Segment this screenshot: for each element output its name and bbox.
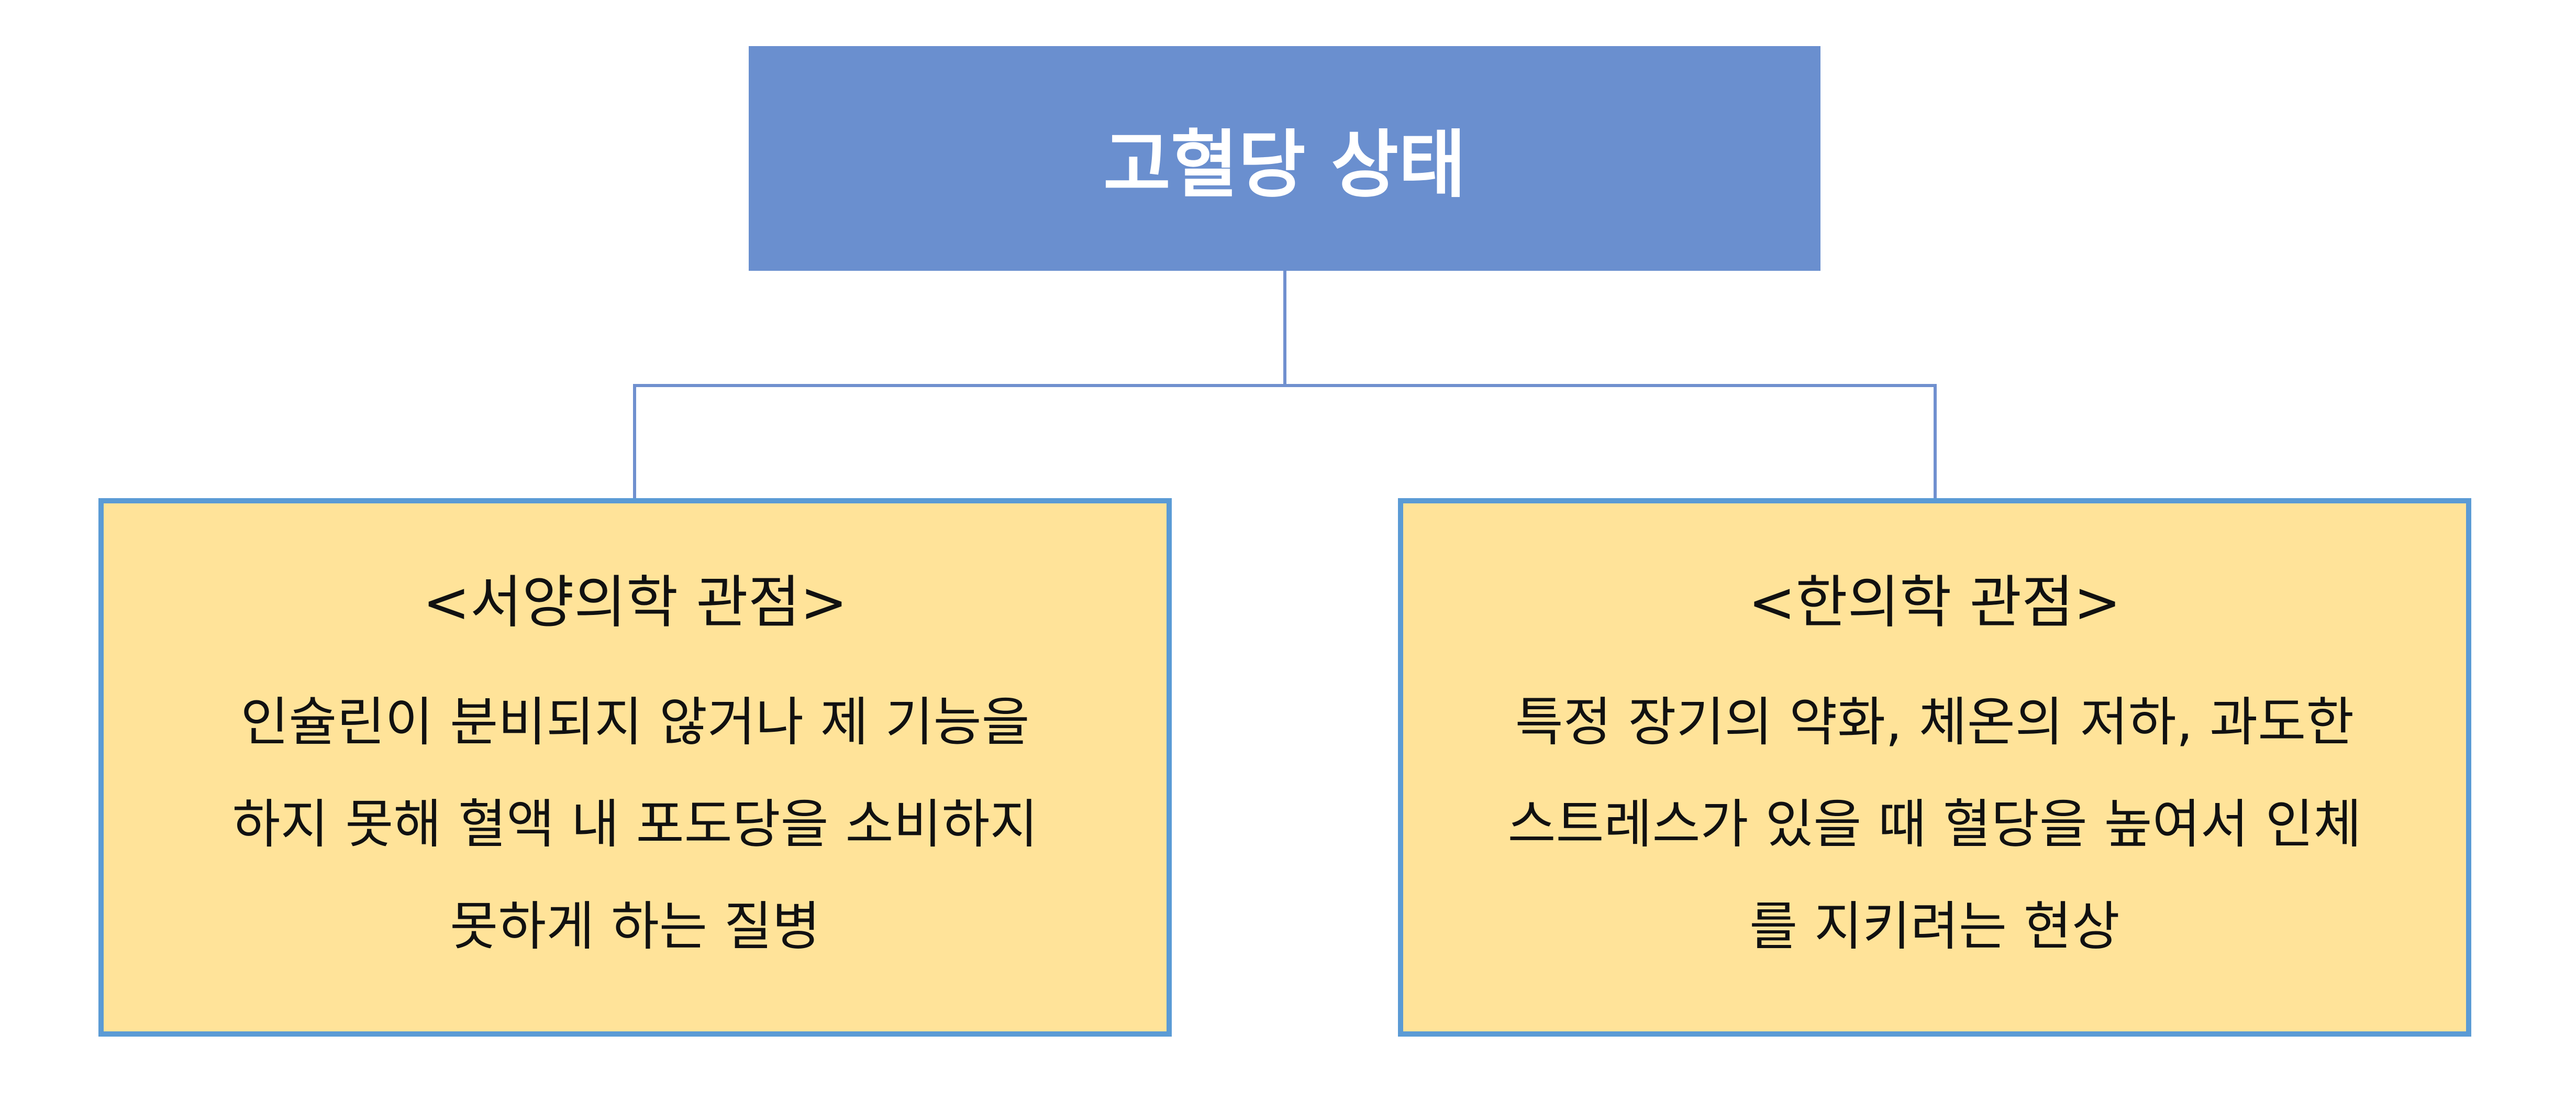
connector-trunk [1283, 271, 1286, 386]
korean-medicine-node: <한의학 관점> 특정 장기의 약화, 체온의 저하, 과도한 스트레스가 있을… [1398, 498, 2471, 1037]
connector-left [633, 384, 636, 499]
western-line: 인슐린이 분비되지 않거나 제 기능을 [240, 691, 1030, 753]
western-heading: <서양의학 관점> [423, 570, 848, 635]
western-medicine-node: <서양의학 관점> 인슐린이 분비되지 않거나 제 기능을 하지 못해 혈액 내… [98, 498, 1172, 1037]
western-line: 하지 못해 혈액 내 포도당을 소비하지 [232, 794, 1038, 855]
western-description: 인슐린이 분비되지 않거나 제 기능을 하지 못해 혈액 내 포도당을 소비하지… [125, 671, 1146, 977]
korean-heading: <한의학 관점> [1748, 570, 2122, 635]
korean-line: 를 지키려는 현상 [1749, 896, 2120, 957]
korean-line: 특정 장기의 약화, 체온의 저하, 과도한 [1515, 691, 2355, 753]
korean-line: 스트레스가 있을 때 혈당을 높여서 인체 [1507, 794, 2362, 855]
connector-right [1934, 384, 1937, 499]
root-node-title: 고혈당 상태 [749, 46, 1820, 271]
western-line: 못하게 하는 질병 [450, 896, 820, 957]
korean-description: 특정 장기의 약화, 체온의 저하, 과도한 스트레스가 있을 때 혈당을 높여… [1424, 671, 2445, 977]
connector-horizontal [633, 384, 1937, 387]
